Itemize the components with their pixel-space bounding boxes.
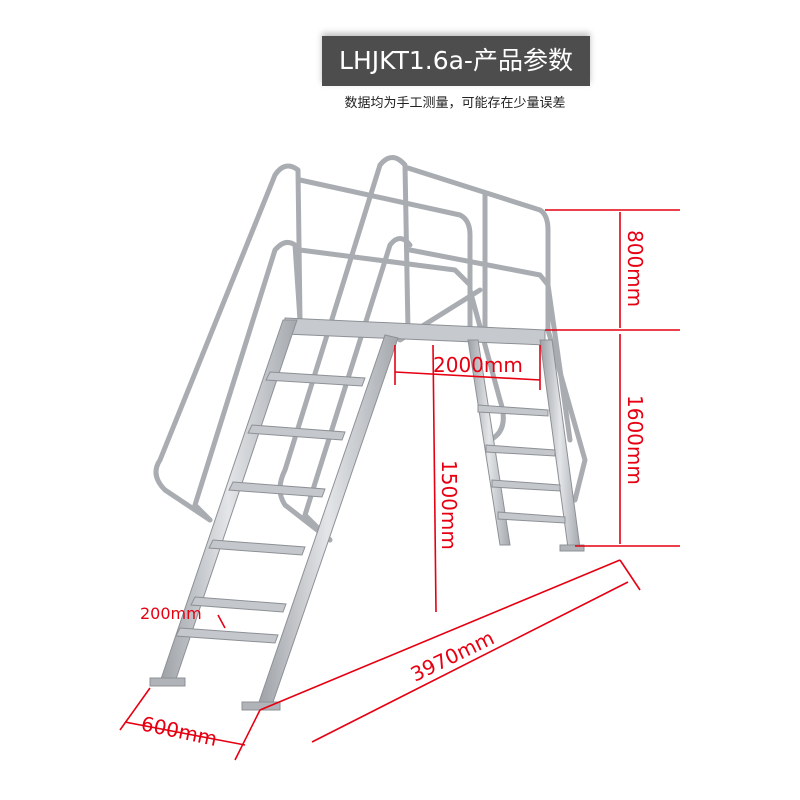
- dim-total-length: 3970mm: [407, 626, 498, 687]
- dim-rail-height: 800mm: [623, 230, 647, 307]
- page-title: LHJKT1.6a-产品参数: [322, 36, 590, 86]
- dim-vertical-height: 1500mm: [437, 460, 461, 550]
- dim-width: 600mm: [139, 711, 219, 751]
- dim-platform-height: 1600mm: [623, 395, 647, 485]
- handrails: [153, 155, 588, 543]
- measurement-note: 数据均为手工测量，可能存在少量误差: [344, 96, 566, 111]
- dim-platform-length: 2000mm: [433, 353, 523, 377]
- dimension-lines: [119, 209, 680, 761]
- right-ladder: [467, 339, 585, 552]
- left-ladder: [149, 319, 399, 711]
- dim-step-spacing: 200mm: [140, 604, 202, 623]
